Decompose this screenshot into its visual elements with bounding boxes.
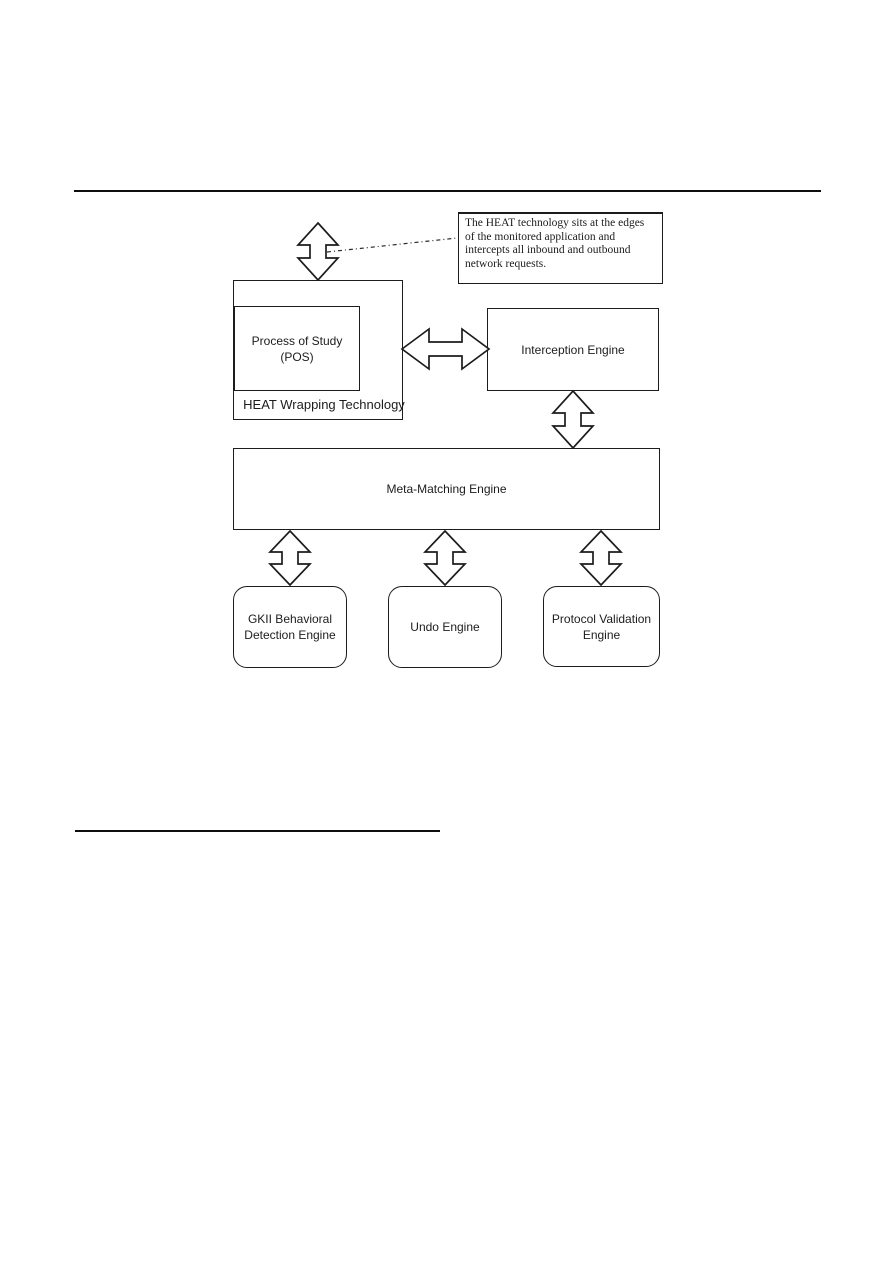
process-of-study-label-line2: (POS) — [280, 349, 314, 364]
double-arrow-meta-protocol-icon — [579, 529, 623, 587]
meta-matching-engine-label: Meta-Matching Engine — [386, 482, 507, 496]
double-arrow-pos-interception-icon — [400, 327, 491, 371]
double-arrow-interception-meta-icon — [551, 389, 595, 450]
callout-leader-dotted-line — [326, 237, 458, 253]
protocol-validation-engine-box: Protocol Validation Engine — [543, 586, 660, 667]
double-arrow-top-icon — [296, 221, 340, 282]
callout-line4: network requests. — [465, 257, 547, 270]
interception-engine-label: Interception Engine — [521, 342, 625, 357]
process-of-study-box: Process of Study (POS) — [234, 306, 360, 391]
footnote-rule — [75, 830, 440, 832]
callout-line3: intercepts all inbound and outbound — [465, 244, 631, 256]
interception-engine-box: Interception Engine — [487, 308, 659, 391]
gkii-behavioral-detection-engine-box: GKII Behavioral Detection Engine — [233, 586, 347, 668]
meta-matching-engine-box: Meta-Matching Engine — [233, 448, 660, 530]
heat-wrapping-technology-label: HEAT Wrapping Technology — [243, 397, 405, 412]
protocol-label-line2: Engine — [582, 627, 621, 642]
callout-note: The HEAT technology sits at the edges of… — [458, 212, 663, 284]
double-arrow-meta-gkii-icon — [268, 529, 312, 587]
gkii-label-line1: GKII Behavioral — [247, 612, 333, 626]
gkii-label-line2: Detection Engine — [244, 628, 336, 642]
callout-line1: The HEAT technology sits at the edges — [465, 217, 645, 229]
process-of-study-label-line1: Process of Study — [251, 333, 343, 348]
undo-engine-label: Undo Engine — [410, 620, 480, 634]
header-rule — [74, 190, 821, 192]
protocol-label-line1: Protocol Validation — [551, 611, 652, 626]
undo-engine-box: Undo Engine — [388, 586, 502, 668]
callout-line2: of the monitored application and — [465, 230, 616, 243]
double-arrow-meta-undo-icon — [423, 529, 467, 587]
